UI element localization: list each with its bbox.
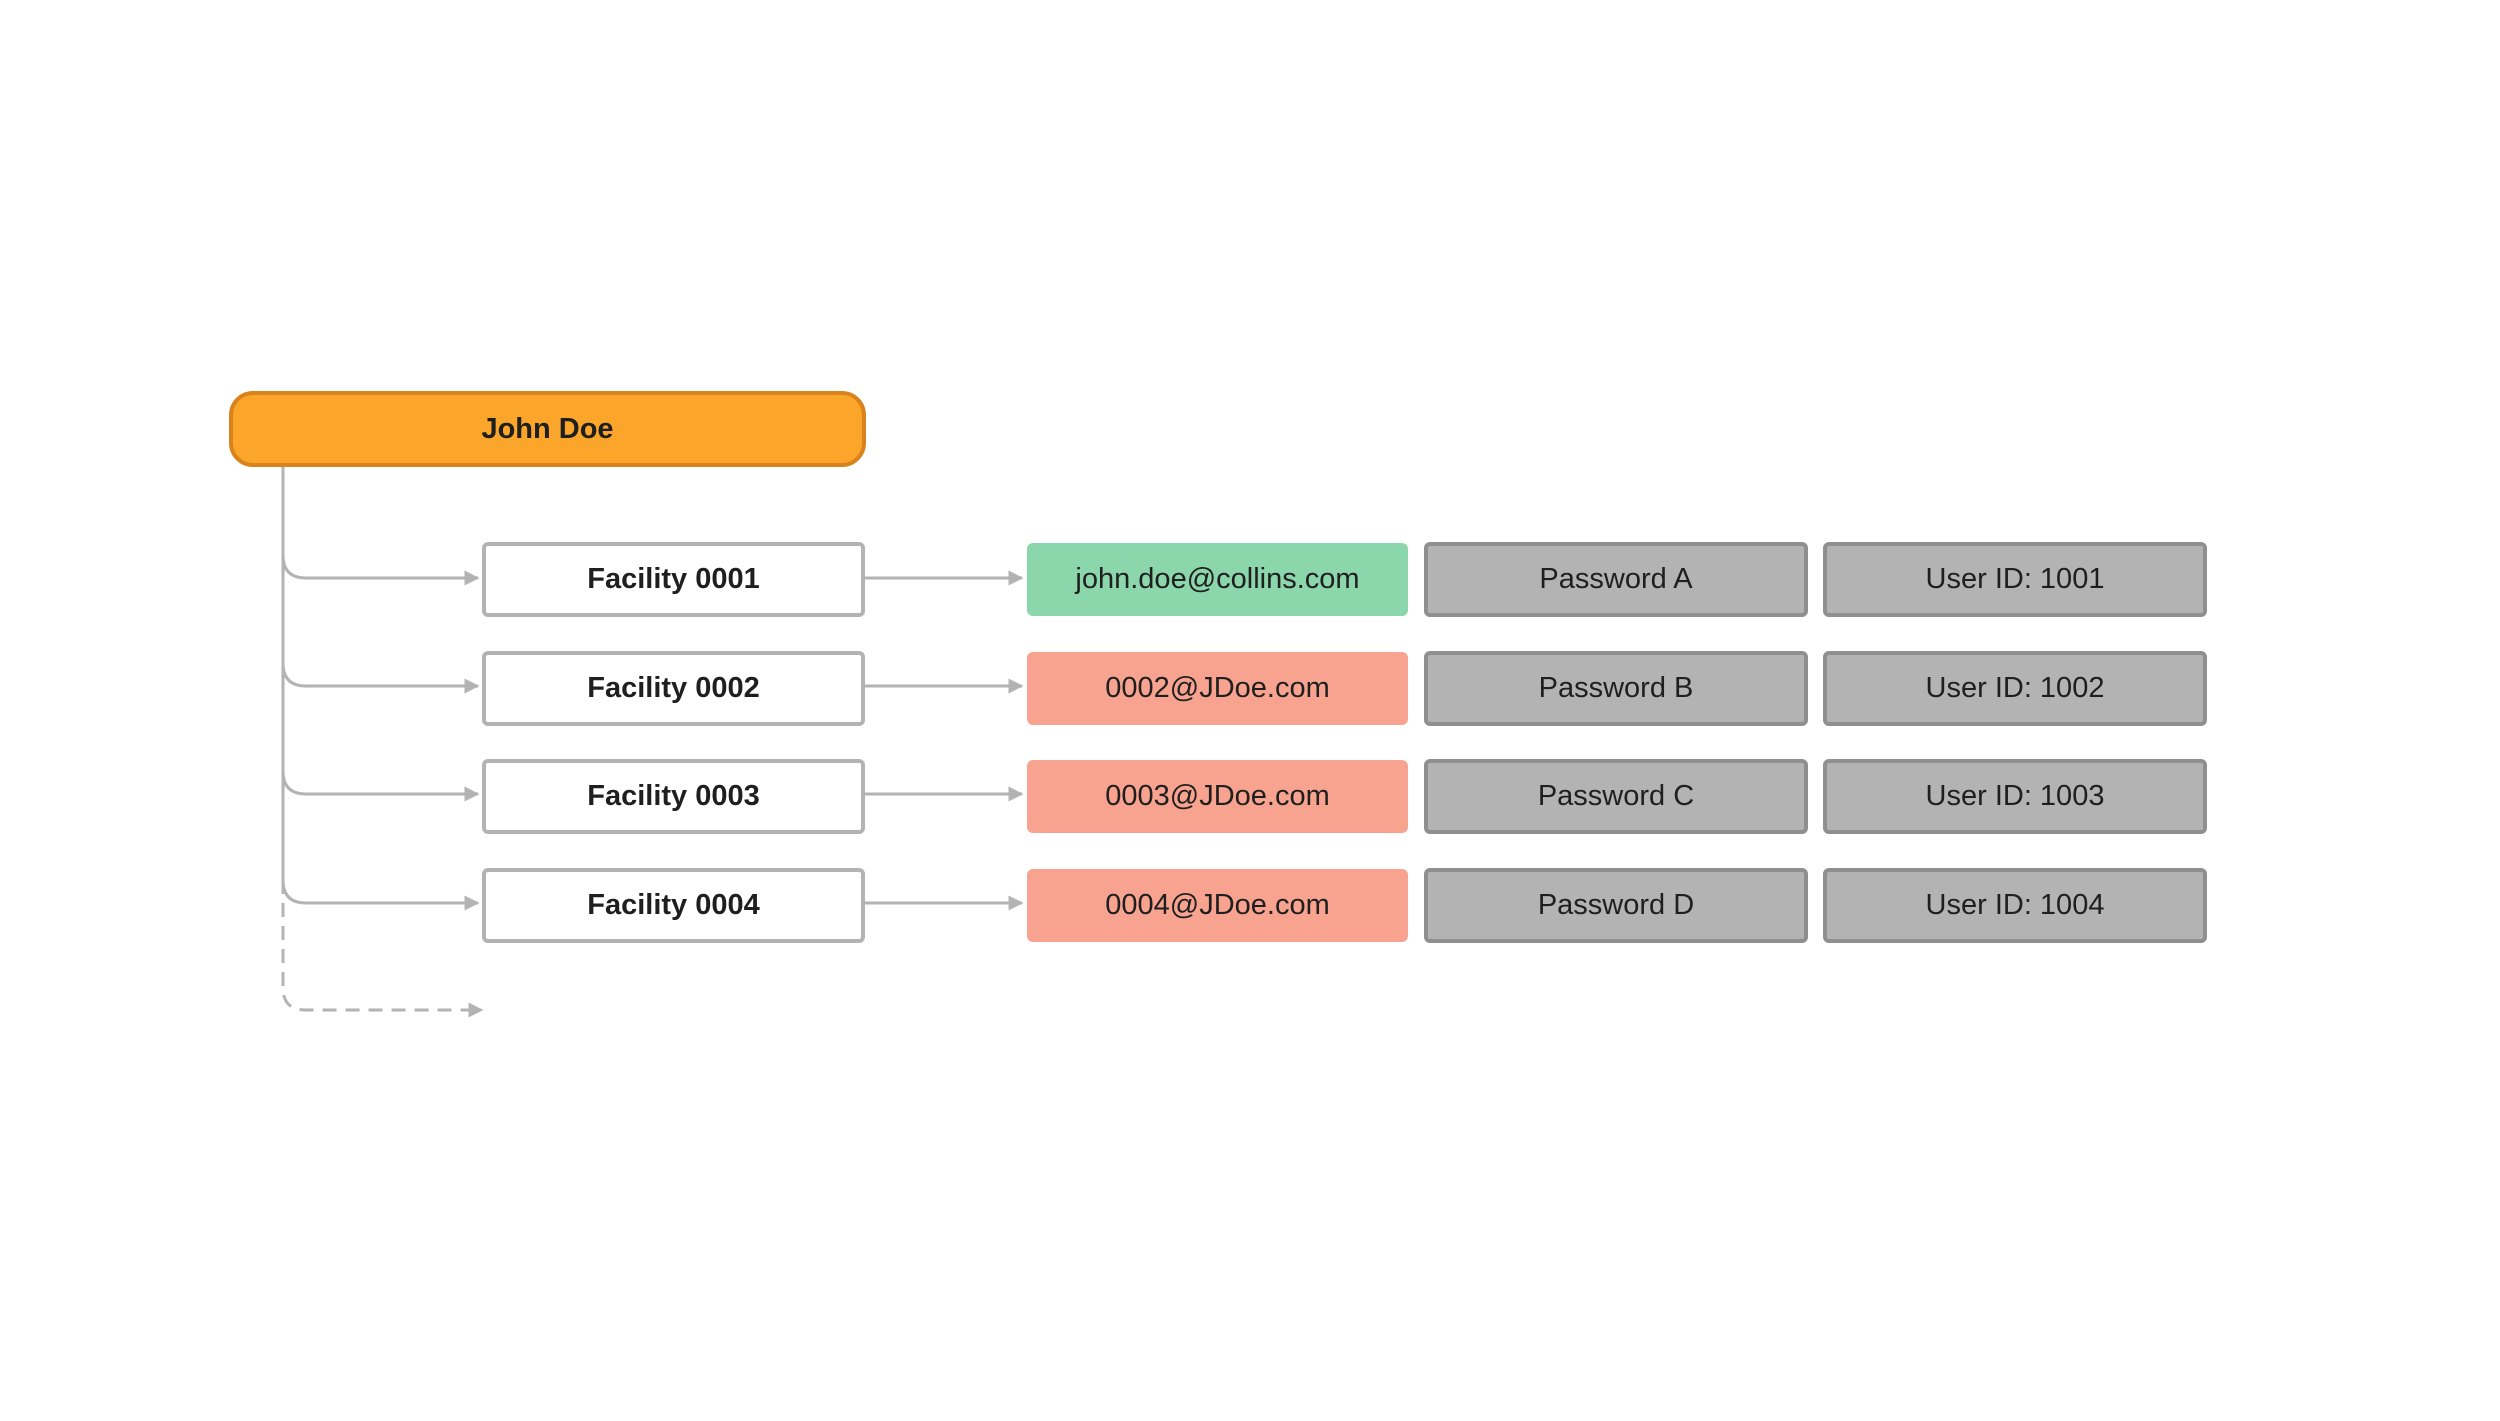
facility-label: Facility 0001 (587, 563, 760, 595)
email-label: 0003@JDoe.com (1105, 780, 1330, 812)
email-label: 0002@JDoe.com (1105, 672, 1330, 704)
email-label: 0004@JDoe.com (1105, 889, 1330, 921)
password-label: Password D (1537, 889, 1695, 921)
user-id-node: User ID: 1004 (1823, 868, 2207, 943)
password-node: Password B (1424, 651, 1808, 726)
facility-node: Facility 0003 (482, 759, 865, 834)
user-id-label: User ID: 1004 (1925, 889, 2105, 921)
facility-node: Facility 0002 (482, 651, 865, 726)
user-id-node: User ID: 1003 (1823, 759, 2207, 834)
facility-label: Facility 0003 (587, 780, 760, 812)
continuation-dashed-arrow (281, 880, 484, 1018)
facility-node: Facility 0004 (482, 868, 865, 943)
email-node-alias: 0004@JDoe.com (1027, 869, 1408, 942)
facility-node: Facility 0001 (482, 542, 865, 617)
email-label: john.doe@collins.com (1075, 563, 1360, 595)
facility-label: Facility 0002 (587, 672, 760, 704)
password-node: Password C (1424, 759, 1808, 834)
password-node: Password D (1424, 868, 1808, 943)
user-id-label: User ID: 1003 (1925, 780, 2105, 812)
password-label: Password B (1538, 672, 1694, 704)
user-id-label: User ID: 1001 (1925, 563, 2105, 595)
user-id-label: User ID: 1002 (1925, 672, 2105, 704)
email-node-alias: 0003@JDoe.com (1027, 760, 1408, 833)
branch-arrow-1 (281, 554, 480, 586)
user-id-node: User ID: 1002 (1823, 651, 2207, 726)
branch-arrow-3 (281, 770, 480, 802)
person-name: John Doe (481, 412, 614, 445)
facility-label: Facility 0004 (587, 889, 760, 921)
password-label: Password A (1539, 563, 1693, 595)
password-label: Password C (1537, 780, 1695, 812)
user-id-node: User ID: 1001 (1823, 542, 2207, 617)
branch-arrow-4 (281, 879, 480, 911)
email-node-alias: 0002@JDoe.com (1027, 652, 1408, 725)
person-node: John Doe (229, 391, 866, 467)
email-node-primary: john.doe@collins.com (1027, 543, 1408, 616)
password-node: Password A (1424, 542, 1808, 617)
branch-arrow-2 (281, 662, 480, 694)
